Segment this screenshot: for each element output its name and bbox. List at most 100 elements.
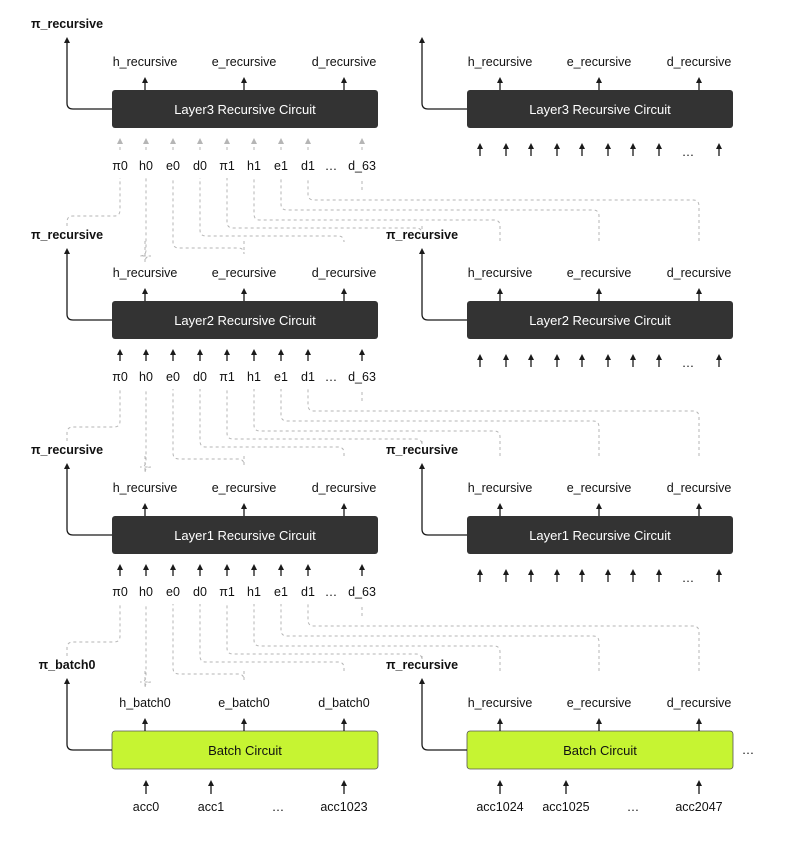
- layer2-right-pi-arrow-head: [419, 248, 425, 254]
- layer1-left-output-label: h_recursive: [113, 481, 178, 495]
- layer2-left-output-label: d_recursive: [312, 266, 377, 280]
- layer1-left-pi-arrow-head: [64, 463, 70, 469]
- batch-left-input-arrow-head: [208, 780, 214, 786]
- layer1-left-output-label: d_recursive: [312, 481, 377, 495]
- batch-left-pi-connector: [66, 684, 112, 751]
- layer3-right-output-label: e_recursive: [567, 55, 632, 69]
- layer1-input-arrow-head: [197, 564, 203, 570]
- layer3-left-pi-connector: [66, 43, 112, 110]
- layer2-right-input-arrow-head: [528, 354, 534, 360]
- layer3-right-input-arrow-head: [477, 143, 483, 149]
- layer1-input-label: π1: [219, 585, 235, 599]
- layer2-input-arrow-head: [117, 349, 123, 355]
- layer3-left-output-arrow-head: [142, 77, 148, 83]
- route-line: [280, 389, 600, 456]
- batch-right-pi-connector: [421, 684, 467, 751]
- route-line: [172, 178, 245, 255]
- layer3-input-label: π1: [219, 159, 235, 173]
- batch-right-output-label: d_recursive: [667, 696, 732, 710]
- layer3-right-input-arrow-head: [630, 143, 636, 149]
- layer3-input-arrow-head: [143, 138, 149, 144]
- layer2-left-output-label: h_recursive: [113, 266, 178, 280]
- layer2-input-label: π0: [112, 370, 128, 384]
- layer2-right-output-label: h_recursive: [468, 266, 533, 280]
- layer3-right-input-arrow-head: [656, 143, 662, 149]
- layer2-right-input-arrow-head: [477, 354, 483, 360]
- layer1-input-label: d1: [301, 585, 315, 599]
- layer1-right-output-label: d_recursive: [667, 481, 732, 495]
- layer3-right-pi-arrow-head: [419, 37, 425, 43]
- layer3-right-pi-connector: [421, 43, 467, 110]
- batch-left-input-label: acc1023: [320, 800, 367, 814]
- layer1-right-input-ellipsis: …: [682, 571, 695, 585]
- layer1-input-arrow-head: [170, 564, 176, 570]
- layer3-input-arrow-head: [251, 138, 257, 144]
- batch-right-output-arrow-head: [696, 718, 702, 724]
- batch-left-input-arrow-head: [143, 780, 149, 786]
- layer3-left-box-label: Layer3 Recursive Circuit: [174, 102, 316, 117]
- layer2-input-label: π1: [219, 370, 235, 384]
- layer2-left-box: [112, 301, 378, 339]
- batch-right-output-arrow-head: [497, 718, 503, 724]
- layer3-input-label: d0: [193, 159, 207, 173]
- layer2-input-label: …: [325, 370, 338, 384]
- layer1-right-input-arrow-head: [605, 569, 611, 575]
- layer1-right-input-arrow-head: [579, 569, 585, 575]
- layer1-input-arrow-head: [251, 564, 257, 570]
- batch-left-input-label: acc0: [133, 800, 159, 814]
- layer2-right-input-arrow-head: [716, 354, 722, 360]
- layer1-left-output-arrow-head: [241, 503, 247, 509]
- layer3-input-arrow-head: [224, 138, 230, 144]
- layer1-right-input-arrow-head: [630, 569, 636, 575]
- layer3-right-output-label: h_recursive: [468, 55, 533, 69]
- layer2-input-arrow-head: [305, 349, 311, 355]
- layer2-input-arrow-head: [143, 349, 149, 355]
- route-line: [307, 389, 700, 456]
- layer2-input-arrow-head: [224, 349, 230, 355]
- layer1-left-box-label: Layer1 Recursive Circuit: [174, 528, 316, 543]
- layer1-input-arrow-head: [143, 564, 149, 570]
- route-line: [66, 389, 121, 441]
- layer3-left-output-label: h_recursive: [113, 55, 178, 69]
- layer3-input-label: d_63: [348, 159, 376, 173]
- layer1-right-input-arrow-head: [528, 569, 534, 575]
- layer2-input-arrow-head: [278, 349, 284, 355]
- layer1-input-label: h0: [139, 585, 153, 599]
- route-line: [139, 178, 152, 263]
- batch-left-input-label: acc1: [198, 800, 224, 814]
- layer1-input-label: d_63: [348, 585, 376, 599]
- layer1-right-input-arrow-head: [656, 569, 662, 575]
- layer3-input-arrow-head: [197, 138, 203, 144]
- layer1-input-arrow-head: [117, 564, 123, 570]
- layer2-left-output-arrow-head: [341, 288, 347, 294]
- batch-left-box-label: Batch Circuit: [208, 743, 282, 758]
- layer1-right-input-arrow-head: [477, 569, 483, 575]
- layer2-input-label: h0: [139, 370, 153, 384]
- layer3-left-pi-label: π_recursive: [31, 17, 103, 31]
- layer1-input-label: d0: [193, 585, 207, 599]
- layer3-right-input-arrow-head: [528, 143, 534, 149]
- layer1-right-input-arrow-head: [503, 569, 509, 575]
- layer2-right-box-label: Layer2 Recursive Circuit: [529, 313, 671, 328]
- route-line: [226, 178, 423, 235]
- layer3-input-label: h1: [247, 159, 261, 173]
- batch-trailing-ellipsis: …: [742, 743, 755, 757]
- layer1-input-arrow-head: [305, 564, 311, 570]
- layer3-input-label: e1: [274, 159, 288, 173]
- layer1-right-pi-arrow-head: [419, 463, 425, 469]
- layer2-right-output-arrow-head: [497, 288, 503, 294]
- route-line: [199, 389, 345, 456]
- layer2-input-label: e1: [274, 370, 288, 384]
- layer2-left-pi-arrow-head: [64, 248, 70, 254]
- layer2-right-pi-connector: [421, 254, 467, 321]
- layer1-input-label: …: [325, 585, 338, 599]
- batch-right-output-arrow-head: [596, 718, 602, 724]
- route-line: [199, 178, 345, 243]
- layer2-left-output-label: e_recursive: [212, 266, 277, 280]
- layer2-left-output-arrow-head: [142, 288, 148, 294]
- route-line: [253, 389, 501, 456]
- batch-right-input-arrow-head: [497, 780, 503, 786]
- layer1-input-label: e1: [274, 585, 288, 599]
- batch-right-input-label: …: [627, 800, 640, 814]
